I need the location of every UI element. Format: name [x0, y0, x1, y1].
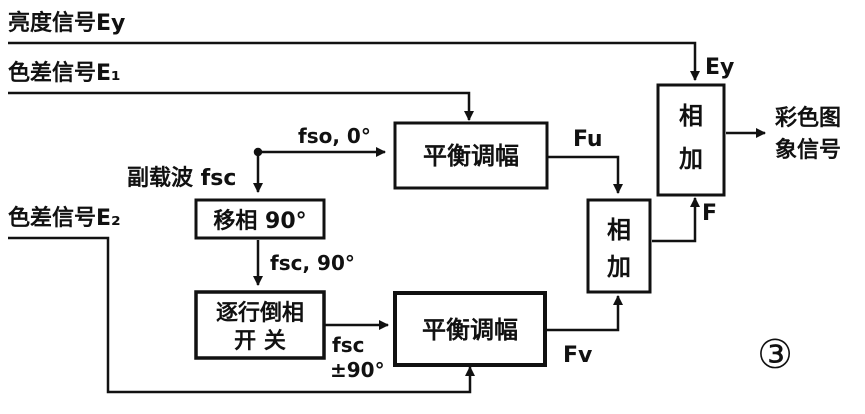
- switch-label-line1: 逐行倒相: [216, 300, 304, 326]
- fsc-pm-label-1: fsc: [332, 333, 364, 357]
- luminance-label: 亮度信号Ey: [8, 10, 125, 36]
- color-diff-2-line: [8, 236, 475, 394]
- color-diff-1-label: 色差信号E₁: [8, 60, 121, 86]
- balanced-mod-top-box: [393, 121, 549, 190]
- adder-small-label-2: 加: [607, 253, 631, 281]
- fsc90-label: fsc, 90°: [270, 251, 355, 275]
- phase-shift-label: 移相 90°: [213, 208, 306, 234]
- adder-big-label-1: 相: [679, 102, 703, 130]
- adder-big-box: [656, 83, 726, 197]
- output-label-line1: 彩色图: [774, 105, 841, 131]
- blocks: [194, 83, 726, 367]
- balanced-mod-bottom-label: 平衡调幅: [422, 316, 518, 344]
- phase-shift-box: [194, 198, 326, 240]
- adder-small-box: [586, 198, 652, 294]
- subcarrier-label: 副载波 fsc: [127, 165, 236, 191]
- fv-line: [545, 295, 623, 332]
- balanced-mod-bottom-box: [393, 291, 547, 367]
- figure-number: ③: [757, 332, 793, 378]
- switch-box: [194, 290, 326, 360]
- output-label-line2: 象信号: [775, 137, 841, 163]
- balanced-mod-top-label: 平衡调幅: [423, 142, 519, 170]
- luminance-line: [8, 41, 700, 81]
- color-diff-2-label: 色差信号E₂: [8, 205, 121, 231]
- fu-label: Fu: [573, 127, 603, 152]
- fsc-pm-label-2: ±90°: [330, 358, 385, 382]
- signal-lines: [8, 41, 766, 394]
- f-label: F: [702, 201, 717, 226]
- ey-label: Ey: [705, 55, 734, 80]
- fv-label: Fv: [563, 343, 593, 368]
- color-diff-1-line: [8, 91, 474, 121]
- switch-label-line2: 开 关: [234, 329, 286, 354]
- fu-line: [548, 155, 623, 194]
- adder-big-label-2: 加: [679, 145, 703, 173]
- adder-small-label-1: 相: [607, 216, 631, 244]
- fso-label: fso, 0°: [298, 124, 371, 148]
- f-line: [652, 197, 700, 243]
